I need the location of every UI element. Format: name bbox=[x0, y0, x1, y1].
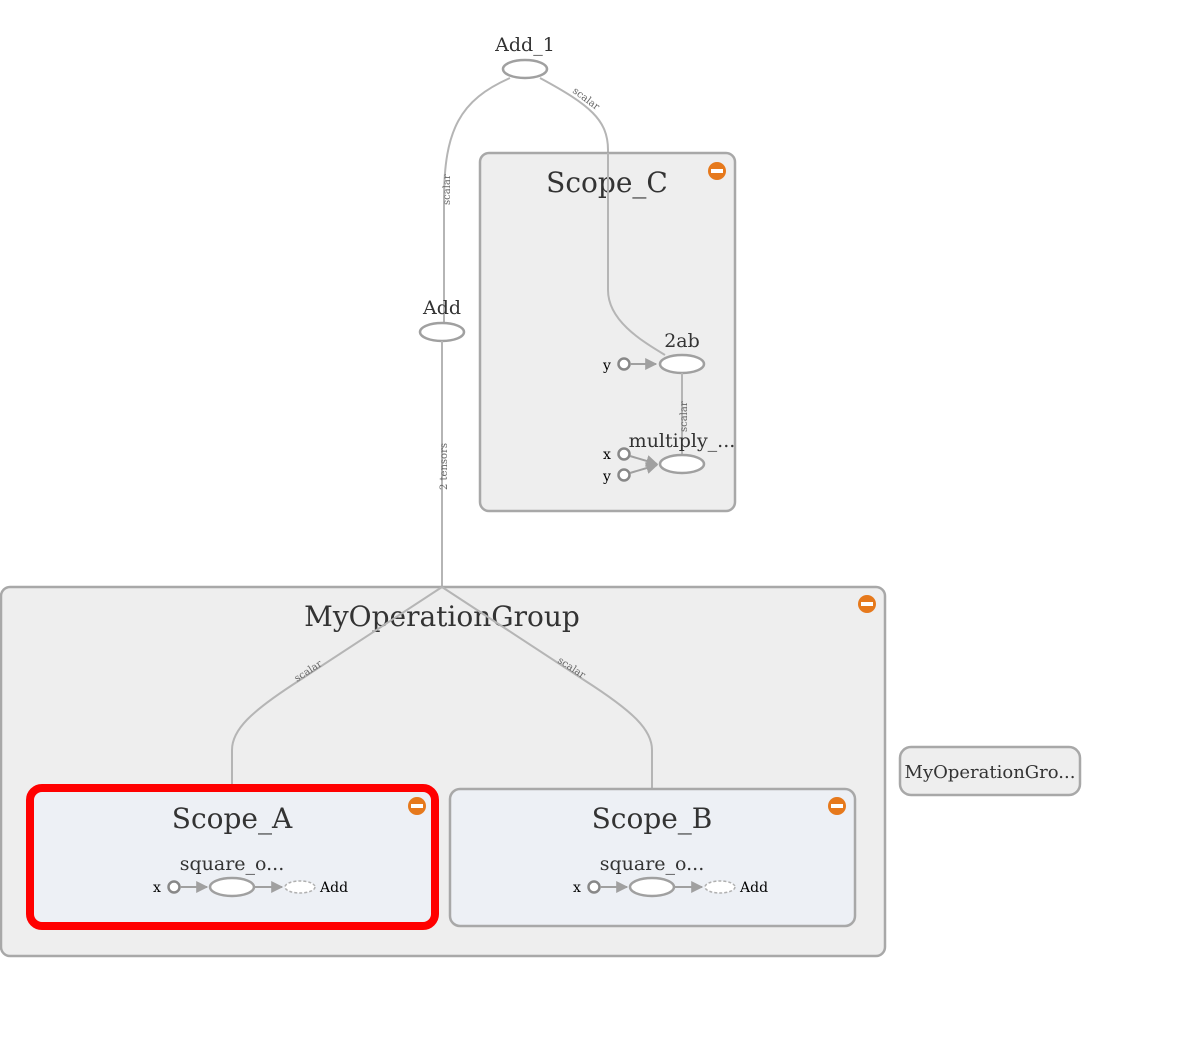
input-x-square-b[interactable] bbox=[587, 880, 601, 894]
output-add-a[interactable] bbox=[284, 880, 316, 894]
edge-into-2ab bbox=[607, 153, 666, 356]
output-add-b[interactable] bbox=[704, 880, 736, 894]
node-2ab[interactable] bbox=[658, 353, 706, 375]
node-square-b[interactable] bbox=[628, 876, 676, 898]
edge-label-mul-2ab: scalar bbox=[679, 401, 690, 432]
minus-circle-icon[interactable] bbox=[708, 162, 726, 180]
input-y-2ab[interactable] bbox=[617, 357, 631, 371]
scope-a-box[interactable] bbox=[26, 784, 439, 930]
edge-y-to-multiply bbox=[629, 462, 659, 474]
node-label-multiply: multiply_... bbox=[629, 430, 736, 452]
node-label-square-b: square_o... bbox=[600, 853, 705, 875]
minus-circle-icon[interactable] bbox=[408, 797, 426, 815]
node-add[interactable] bbox=[418, 321, 466, 343]
edge-label-group-add: 2 tensors bbox=[439, 443, 450, 490]
node-label-add-1: Add_1 bbox=[494, 34, 555, 56]
scope-c-group[interactable]: Scope_C 2ab y scalar multiply_... x y bbox=[478, 151, 737, 513]
input-y-multiply[interactable] bbox=[617, 468, 631, 482]
output-label-add-b: Add bbox=[739, 880, 768, 896]
node-multiply[interactable] bbox=[658, 453, 706, 475]
output-label-add-a: Add bbox=[319, 880, 348, 896]
node-add-1[interactable] bbox=[501, 58, 549, 80]
node-label-add: Add bbox=[422, 297, 461, 319]
aux-node-box[interactable] bbox=[898, 745, 1082, 797]
my-operation-group-title: MyOperationGroup bbox=[304, 600, 580, 633]
edge-scope-b-to-group bbox=[441, 586, 653, 788]
my-operation-group[interactable]: MyOperationGroup scalar scalar Scope_A s… bbox=[0, 585, 887, 958]
scope-b-group[interactable]: Scope_B square_o... x Add bbox=[448, 787, 857, 928]
scope-a-group[interactable]: Scope_A square_o... x Add bbox=[26, 784, 439, 930]
minus-circle-icon[interactable] bbox=[828, 797, 846, 815]
scope-b-title: Scope_B bbox=[592, 802, 713, 835]
minus-circle-icon[interactable] bbox=[858, 595, 876, 613]
node-label-2ab: 2ab bbox=[664, 330, 700, 352]
input-x-multiply[interactable] bbox=[617, 447, 631, 461]
scope-b-box[interactable] bbox=[448, 787, 857, 928]
aux-node-group[interactable]: MyOperationGro... bbox=[898, 745, 1082, 797]
input-label-y-multiply: y bbox=[602, 469, 611, 485]
input-x-square-a[interactable] bbox=[167, 880, 181, 894]
edge-add1-to-add bbox=[443, 77, 511, 322]
input-label-y-2ab: y bbox=[602, 358, 611, 374]
node-label-square-a: square_o... bbox=[180, 853, 285, 875]
input-label-x-multiply: x bbox=[603, 447, 611, 463]
input-label-x-b: x bbox=[573, 880, 581, 896]
scope-a-title: Scope_A bbox=[172, 802, 293, 835]
input-label-x-a: x bbox=[153, 880, 161, 896]
node-square-a[interactable] bbox=[208, 876, 256, 898]
edge-label-add1-add: scalar bbox=[442, 174, 453, 205]
edge-scope-a-to-group bbox=[231, 586, 443, 788]
aux-node-label: MyOperationGro... bbox=[905, 762, 1076, 783]
